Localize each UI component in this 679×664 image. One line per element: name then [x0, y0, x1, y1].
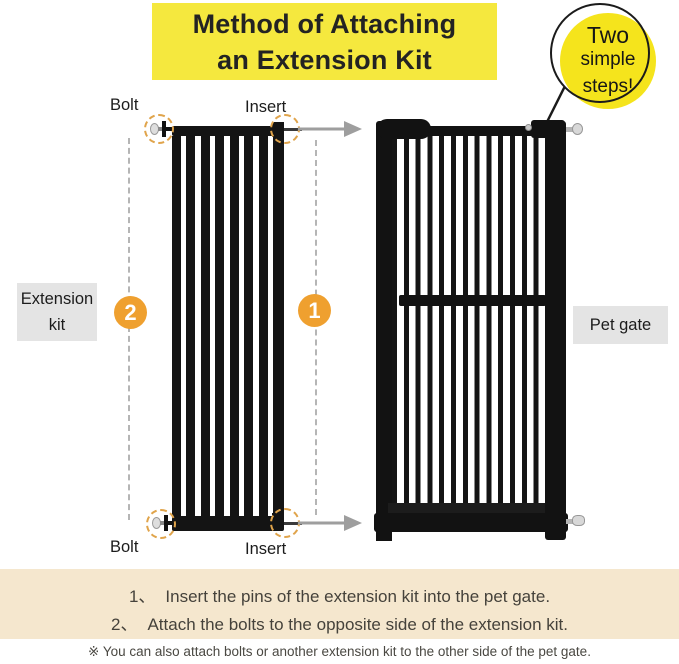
- badge-tail: [545, 86, 566, 124]
- badge-line1: Two: [586, 22, 630, 48]
- instruction-step-2-text: Attach the bolts to the opposite side of…: [147, 615, 568, 634]
- instruction-step-1: 1、 Insert the pins of the extension kit i…: [0, 582, 679, 607]
- pet-gate-handle: [377, 119, 431, 139]
- bolt-bottom-label: Bolt: [110, 538, 139, 556]
- page-title: Method of Attaching an Extension Kit: [152, 3, 497, 80]
- pet-gate-right-post: [545, 121, 566, 540]
- instruction-band: [0, 569, 679, 639]
- insert-top-label: Insert: [245, 98, 287, 116]
- insert-bottom-label: Insert: [245, 540, 287, 558]
- insert-top-highlight-circle: [270, 114, 300, 144]
- step-1-marker: 1: [298, 294, 331, 327]
- two-steps-badge: Two simple steps!: [538, 0, 679, 135]
- badge-line3: steps!: [582, 76, 634, 97]
- instruction-step-1-text: Insert the pins of the extension kit int…: [165, 587, 551, 606]
- bolt-top-label: Bolt: [110, 96, 139, 114]
- pet-gate-foot-screw-icon: [572, 515, 585, 526]
- insert-bottom-highlight-circle: [270, 508, 300, 538]
- extension-kit-bottom-bar: [172, 516, 284, 531]
- bolt-bottom-highlight-circle: [146, 509, 176, 539]
- pet-gate-bottom-rail: [388, 503, 545, 515]
- footnote: ※ You can also attach bolts or another e…: [88, 644, 591, 659]
- arrow-top-icon: [298, 121, 362, 137]
- pet-gate-top-screw-icon: [572, 123, 583, 135]
- arrow-bottom-icon: [298, 515, 362, 531]
- pet-gate-middle-bar: [399, 295, 546, 306]
- pet-gate-left-post: [376, 121, 392, 541]
- badge-outline-circle: [550, 3, 650, 103]
- step-2-marker: 2: [114, 296, 147, 329]
- page-title-line1: Method of Attaching: [192, 8, 457, 39]
- bolt-top-highlight-circle: [144, 114, 174, 144]
- instruction-step-2: 2、 Attach the bolts to the opposite side …: [0, 610, 679, 635]
- extension-kit-label: Extension kit: [17, 283, 97, 341]
- extension-kit-top-bar: [172, 126, 284, 136]
- page-title-line2: an Extension Kit: [217, 44, 432, 75]
- badge-line2: simple: [580, 49, 636, 70]
- dashed-guide-line-right: [315, 140, 317, 515]
- extension-kit-bars: [172, 136, 284, 517]
- pet-gate-label: Pet gate: [573, 306, 668, 344]
- dashed-guide-line-left: [128, 138, 130, 520]
- pet-gate-hinge-pin-icon: [525, 124, 532, 131]
- pet-gate-bars: [392, 136, 545, 506]
- pet-gate-top-screw-stem: [566, 127, 574, 132]
- pet-gate-foot-screw-stem: [566, 519, 574, 524]
- pet-gate-top-bar: [392, 126, 545, 136]
- instruction-step-2-number: 2、: [110, 615, 138, 634]
- instruction-step-1-number: 1、: [128, 587, 156, 606]
- pet-gate-base-bar: [374, 513, 568, 532]
